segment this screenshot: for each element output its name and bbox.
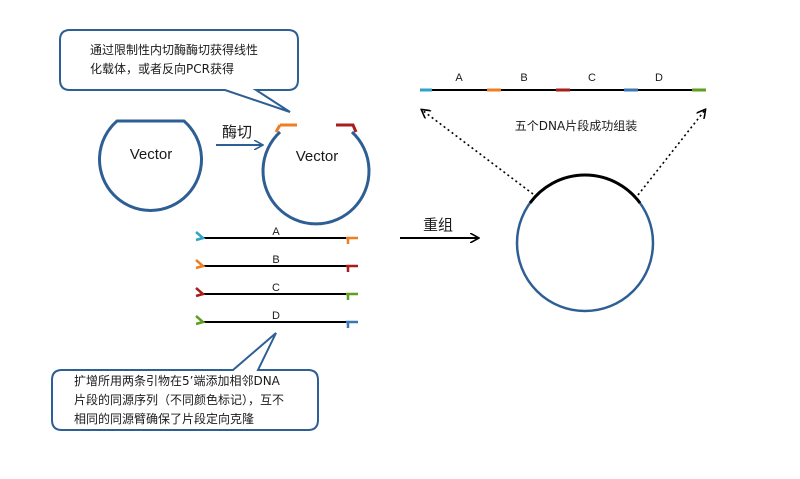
callout-bottom-line-1: 扩增所用两条引物在5’端添加相邻DNA xyxy=(74,374,280,388)
pcr-fragment-b xyxy=(195,259,358,272)
assembled-label-a: A xyxy=(455,72,463,84)
dotted-arrow-left xyxy=(422,110,534,195)
vector-right-end-red xyxy=(336,123,358,133)
vector-right-end-orange xyxy=(274,123,297,133)
vector-right-label: Vector xyxy=(296,148,339,165)
pcr-label-b: B xyxy=(272,254,279,266)
pcr-fragment-d xyxy=(195,315,358,328)
callout-bottom-bubble xyxy=(51,332,319,431)
pcr-label-d: D xyxy=(272,310,280,322)
assembled-label-d: D xyxy=(655,72,663,84)
pcr-label-c: C xyxy=(272,282,280,294)
assembled-label-b: B xyxy=(520,72,527,84)
callout-top-line-2: 化载体，或者反向PCR获得 xyxy=(90,62,234,76)
assembled-caption: 五个DNA片段成功组装 xyxy=(515,118,637,133)
vector-left-outline xyxy=(98,119,203,212)
callout-bottom-line-2: 片段的同源序列（不同颜色标记），互不 xyxy=(74,393,285,407)
recombine-label: 重组 xyxy=(423,216,453,234)
plasmid-insert-arc xyxy=(528,173,642,204)
pcr-label-a: A xyxy=(272,226,280,238)
pcr-fragment-c xyxy=(195,287,358,300)
callout-bottom-line-3: 相同的同源臂确保了片段定向克隆 xyxy=(74,412,255,426)
vector-left-label: Vector xyxy=(130,146,173,163)
digest-label: 酶切 xyxy=(222,123,252,141)
vector-right-outline xyxy=(261,130,371,226)
callout-top-bubble xyxy=(59,29,299,113)
callout-top-text: 通过限制性内切酶酶切获得线性 化载体，或者反向PCR获得 xyxy=(90,41,258,79)
pcr-fragment-a xyxy=(195,231,358,244)
assembled-label-c: C xyxy=(588,72,596,84)
dotted-arrow-right xyxy=(637,110,705,196)
callout-top-line-1: 通过限制性内切酶酶切获得线性 xyxy=(90,43,259,57)
callout-bottom-text: 扩增所用两条引物在5’端添加相邻DNA 片段的同源序列（不同颜色标记），互不 相… xyxy=(74,372,284,429)
